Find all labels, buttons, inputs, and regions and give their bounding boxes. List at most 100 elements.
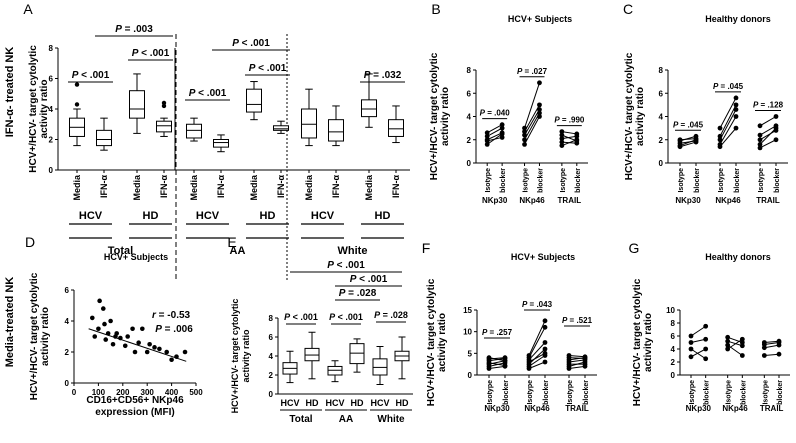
pair-point-isotype <box>559 136 565 141</box>
x-tick-label: HCV <box>325 398 344 408</box>
pair-point-isotype <box>757 137 763 143</box>
pair-point-blocker <box>703 323 709 329</box>
y-tick-label: 8 <box>659 66 664 75</box>
pair-point-blocker <box>537 102 542 108</box>
y-tick-label: 15 <box>463 306 472 315</box>
scatter-point <box>140 326 145 332</box>
correlation-p: P = .006 <box>155 324 193 335</box>
significance-label: P = .128 <box>753 101 784 110</box>
x-tick-label: Isotype <box>718 168 725 193</box>
y-tick-label: 8 <box>49 44 54 53</box>
y-tick-label: 6 <box>65 286 70 295</box>
x-tick-label: Isotype <box>523 168 530 193</box>
x-tick-label: 400 <box>165 388 179 397</box>
y-axis-title: HCV+/HCV- target cytolytic <box>429 52 440 180</box>
significance-label: P = .043 <box>522 300 553 309</box>
y-axis-title: activity ratio <box>643 313 654 372</box>
y-tick-label: 0 <box>671 371 676 380</box>
scatter-point <box>92 334 98 339</box>
pair-point-isotype <box>522 132 527 138</box>
pair-line <box>727 336 743 343</box>
pair-point-blocker <box>773 128 779 133</box>
x-tick-label: Media <box>72 174 82 201</box>
box-body <box>213 139 229 148</box>
pair-line <box>719 127 737 148</box>
y-tick-label: 2 <box>65 348 70 357</box>
y-tick-label: 6 <box>671 332 676 341</box>
pair-point-blocker <box>499 125 505 131</box>
scatter-point <box>122 343 128 349</box>
x-tick-label: blocker <box>543 380 550 405</box>
scatter-point <box>147 341 152 347</box>
x-tick-label: IFN-α <box>99 175 109 198</box>
y-tick-label: 2 <box>659 136 664 145</box>
box-outlier <box>161 100 167 106</box>
y-axis-title: activity ratio <box>635 87 646 146</box>
pair-line <box>679 138 697 141</box>
pair-line <box>528 320 546 356</box>
group-label: AA <box>230 245 246 257</box>
pair-point-blocker <box>773 114 779 119</box>
y-axis-title: HCV+/HCV- target cytolytic <box>624 52 635 180</box>
x-axis-title: CD16+CD56+ NKp46 <box>86 395 184 406</box>
y-tick-label: 2 <box>49 136 54 145</box>
pair-line <box>486 132 503 141</box>
y-axis-title: activity ratio <box>440 87 451 146</box>
scatter-point <box>108 318 113 324</box>
p-value: < .001 <box>335 312 363 322</box>
significance-label: P = .257 <box>482 328 513 337</box>
pair-line <box>488 362 506 366</box>
p-letter: P <box>249 63 256 74</box>
significance-label: P = .990 <box>554 116 585 125</box>
pair-line <box>679 141 697 148</box>
y-tick-label: 0 <box>49 166 54 175</box>
scatter-point <box>96 326 101 332</box>
y-tick-label: 4 <box>49 105 54 114</box>
y-tick-label: 2 <box>671 358 676 367</box>
p-value: = .027 <box>522 67 547 76</box>
significance-label: P = .040 <box>480 109 511 118</box>
pair-point-isotype <box>757 145 763 151</box>
scatter-point <box>100 306 106 311</box>
pair-point-isotype <box>725 338 731 344</box>
p-value: = .043 <box>527 300 552 309</box>
p-letter: P <box>72 70 79 81</box>
pair-point-isotype <box>486 355 492 361</box>
y-tick-label: 4 <box>467 113 472 122</box>
y-tick-label: 6 <box>269 333 274 342</box>
box-body <box>273 125 289 131</box>
significance-label: P < .001 <box>284 312 318 322</box>
pair-line <box>568 357 586 360</box>
y-axis-title: HCV+/HCV- target cytolytic <box>230 299 240 414</box>
p-value: = .028 <box>380 310 408 320</box>
p-letter: P <box>115 24 122 35</box>
p-value: = .003 <box>122 24 153 35</box>
pair-line <box>524 109 540 136</box>
pair-point-isotype <box>725 334 731 340</box>
pair-line <box>568 355 586 358</box>
x-tick-label: HD <box>396 398 409 408</box>
significance-label: P < .001 <box>232 38 270 49</box>
pair-point-isotype <box>484 142 490 147</box>
group-label: NKp30 <box>484 404 510 413</box>
y-tick-label: 10 <box>666 306 675 315</box>
panel-letter: F <box>422 240 431 256</box>
x-tick-label: IFN-α <box>391 175 401 198</box>
p-letter: P <box>374 310 381 320</box>
y-tick-label: 8 <box>269 314 274 323</box>
regression-line <box>88 328 187 362</box>
x-tick-label: Media <box>304 174 314 201</box>
group-label: TRAIL <box>558 196 582 205</box>
scatter-point <box>132 349 138 355</box>
p-value: < .001 <box>255 63 286 74</box>
pair-line <box>764 353 780 356</box>
significance-label: P < .001 <box>132 48 170 59</box>
x-tick-label: Isotype <box>487 380 494 405</box>
scatter-point <box>90 315 95 321</box>
p-value: = .032 <box>370 70 401 81</box>
pair-point-isotype <box>526 353 532 358</box>
significance-label: P = .028 <box>374 310 408 320</box>
pair-point-blocker <box>733 114 739 119</box>
y-tick-label: 4 <box>659 113 664 122</box>
